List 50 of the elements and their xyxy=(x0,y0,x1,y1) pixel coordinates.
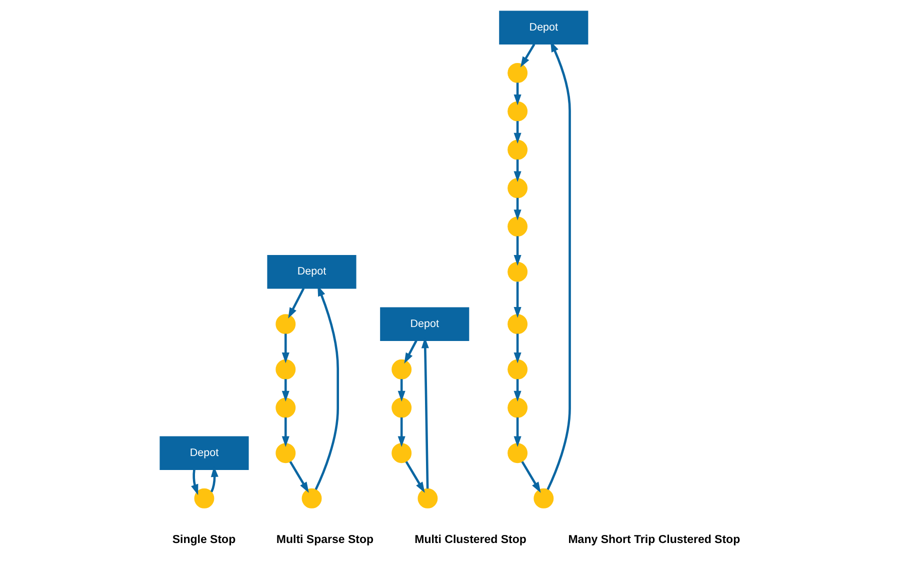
node-circle xyxy=(391,443,412,464)
node-circle xyxy=(417,488,438,508)
label: Multi Clustered Stop xyxy=(414,534,526,546)
arrow xyxy=(513,334,521,364)
node-circle xyxy=(391,359,412,380)
node-circle xyxy=(507,314,528,334)
node-circle xyxy=(275,314,296,334)
arrow xyxy=(513,379,521,402)
arrow xyxy=(513,236,521,266)
node-circle xyxy=(194,488,214,508)
node-circle xyxy=(507,359,528,380)
arrow xyxy=(190,470,198,496)
label: Single Stop xyxy=(172,534,236,546)
label: Many Short Trip Clustered Stop xyxy=(568,534,740,546)
node-circle xyxy=(507,178,528,198)
arrow xyxy=(513,159,521,182)
arrow xyxy=(397,379,405,402)
arrow xyxy=(281,417,289,447)
node-circle xyxy=(507,62,528,83)
node-circle xyxy=(507,216,528,237)
arrow xyxy=(520,44,535,68)
arrow xyxy=(397,417,405,447)
node-box: Depot xyxy=(380,307,469,341)
node-circle xyxy=(533,488,554,508)
node-circle xyxy=(507,101,528,122)
node-box: Depot xyxy=(498,10,588,45)
arrow xyxy=(281,379,289,402)
node-circle xyxy=(275,398,296,418)
arrow xyxy=(404,340,417,364)
node-circle xyxy=(275,359,296,380)
arrow xyxy=(513,121,521,144)
node-box: Depot xyxy=(159,436,248,470)
label: Multi Sparse Stop xyxy=(276,534,374,546)
node-circle xyxy=(507,262,528,282)
node-circle xyxy=(301,488,322,508)
node-circle xyxy=(507,140,528,160)
arrow xyxy=(513,417,521,447)
arrow xyxy=(288,461,308,493)
node-circle xyxy=(391,398,412,418)
node-box: Depot xyxy=(266,254,356,289)
arrow xyxy=(404,461,424,493)
arrow xyxy=(288,288,304,318)
arrow xyxy=(513,282,521,318)
arrow xyxy=(281,334,289,364)
arrow xyxy=(513,198,521,220)
arrow xyxy=(513,82,521,106)
node-circle xyxy=(507,443,528,464)
node-circle xyxy=(275,443,296,464)
node-circle xyxy=(507,398,528,418)
arrow xyxy=(520,461,540,493)
